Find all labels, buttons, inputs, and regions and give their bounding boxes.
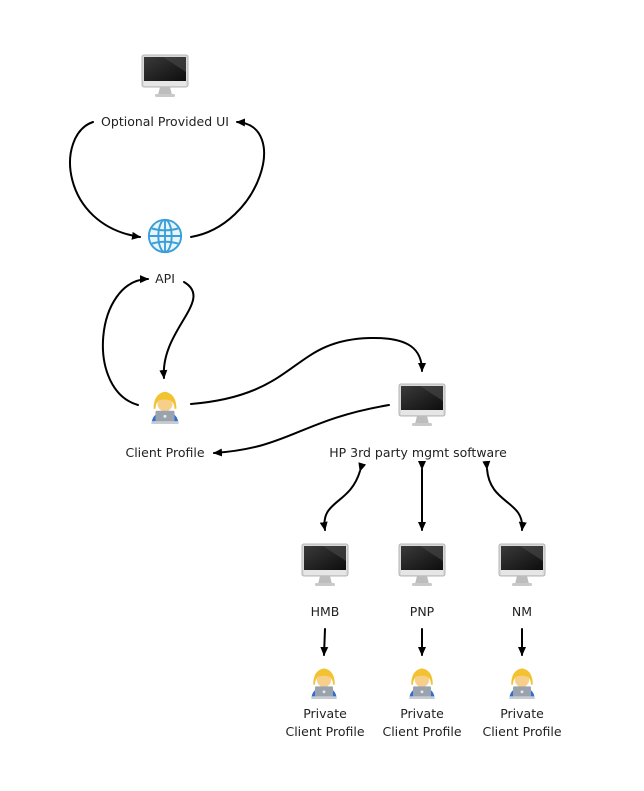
label-private1-line2: Client Profile	[285, 724, 365, 739]
pnp-monitor-icon	[398, 543, 446, 587]
label-client-profile: Client Profile	[125, 445, 205, 460]
edge-hp-to-client	[213, 404, 390, 457]
label-private2: Private Client Profile	[382, 705, 461, 741]
edge-client-to-api	[101, 275, 149, 406]
label-hp-software: HP 3rd party mgmt software	[329, 445, 507, 460]
private3-person-icon	[509, 668, 535, 699]
label-private2-line2: Client Profile	[382, 724, 462, 739]
edge-hp-nm	[482, 460, 527, 531]
ui-monitor-icon	[141, 54, 189, 98]
label-private3: Private Client Profile	[482, 705, 561, 741]
label-nm: NM	[511, 604, 533, 619]
label-optional-provided-ui: Optional Provided UI	[101, 114, 229, 129]
label-private3-line1: Private	[500, 706, 544, 721]
label-private1-line1: Private	[303, 706, 347, 721]
label-private3-line2: Client Profile	[482, 724, 562, 739]
private1-person-icon	[311, 668, 337, 699]
edge-api-to-client	[159, 281, 195, 379]
api-globe-icon	[147, 218, 183, 254]
label-private1: Private Client Profile	[285, 705, 364, 741]
private2-person-icon	[409, 668, 435, 699]
client-profile-person-icon	[151, 391, 179, 424]
edge-hmb-to-private1	[320, 628, 329, 656]
edge-ui-to-api	[69, 121, 141, 240]
nm-monitor-icon	[498, 543, 546, 587]
label-hmb: HMB	[310, 604, 340, 619]
hmb-monitor-icon	[301, 543, 349, 587]
label-private2-line1: Private	[400, 706, 444, 721]
edge-hp-hmb	[319, 462, 367, 531]
edge-client-to-hp	[190, 336, 426, 405]
label-pnp: PNP	[409, 604, 435, 619]
edge-api-to-ui	[190, 118, 265, 238]
hp-monitor-icon	[398, 383, 446, 427]
label-api: API	[155, 271, 175, 286]
